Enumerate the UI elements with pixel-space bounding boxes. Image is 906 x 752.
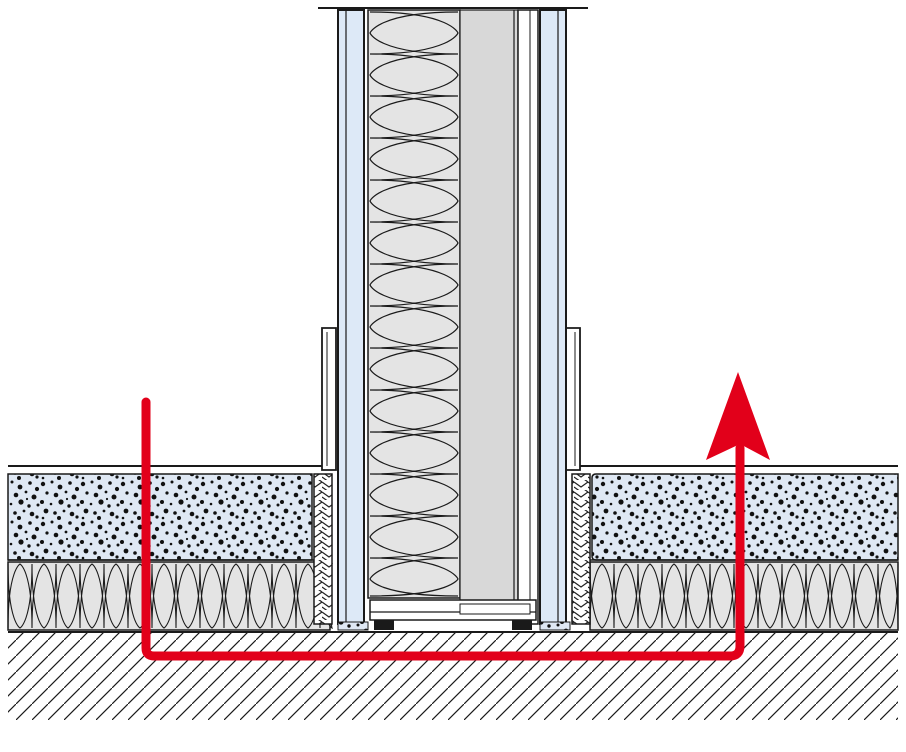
concrete-slab [8, 631, 898, 720]
red-arrow-up-icon [141, 397, 745, 661]
impact-insulation-left [7, 561, 333, 631]
skirting-right [565, 327, 581, 471]
partition-wall [318, 7, 588, 625]
screed-left [7, 465, 330, 561]
edge-strip-right [571, 473, 591, 625]
flow-arrow [141, 372, 770, 661]
screed-right [572, 465, 899, 561]
edge-strip-left [313, 473, 333, 625]
arrow-head [706, 372, 770, 460]
skirting-left [321, 327, 337, 471]
sealing-strips [337, 620, 571, 631]
